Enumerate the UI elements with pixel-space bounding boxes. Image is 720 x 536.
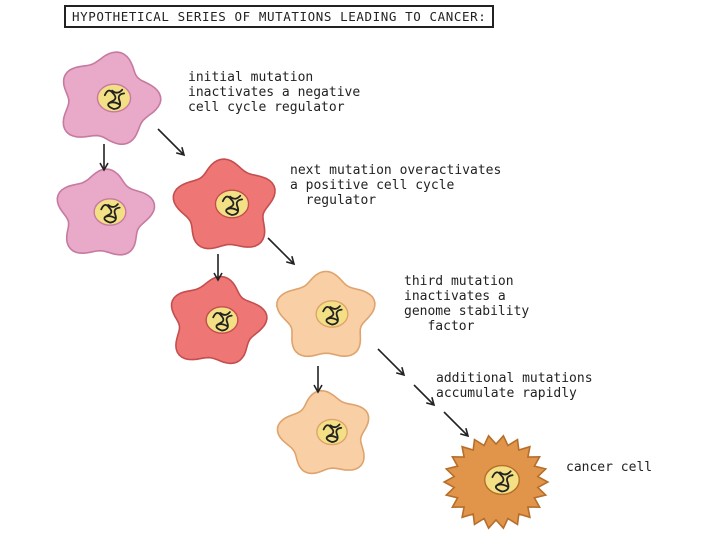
label-third-mutation: third mutation inactivates a genome stab… [404,274,530,334]
cell-peach-descendant [276,389,370,475]
chromatin [100,203,121,224]
label-next-mutation: next mutation overactivates a positive c… [290,163,502,208]
chromatin [322,305,343,326]
chromatin [491,470,514,493]
label-initial-mutation: initial mutation inactivates a negative … [188,70,361,115]
arrow-additional-step [413,384,436,407]
nucleus [96,83,132,113]
nucleus [214,189,250,219]
chromatin [322,423,343,443]
arrow-to-cancer [443,411,470,438]
nucleus [315,300,349,328]
arrow-peach-to-additional [377,348,406,377]
nucleus [205,306,239,334]
nucleus [484,464,520,496]
cell-pink-descendant [56,168,156,256]
cell-pink-initial [62,51,162,145]
label-cancer-cell: cancer cell [566,460,653,475]
nucleus [93,198,127,226]
cell-peach-third [276,270,376,358]
diagram-title: HYPOTHETICAL SERIES OF MUTATIONS LEADING… [64,5,495,28]
cell-cancer [442,434,550,530]
chromatin [212,311,233,332]
chromatin [221,194,244,216]
label-additional-mutations: additional mutations accumulate rapidly [436,371,593,401]
arrow-pink-to-red [157,128,186,157]
cell-red-descendant [170,275,268,365]
arrow-red-to-peach [267,237,296,266]
cell-red-next [172,158,276,250]
nucleus [316,418,348,446]
chromatin [103,88,126,110]
